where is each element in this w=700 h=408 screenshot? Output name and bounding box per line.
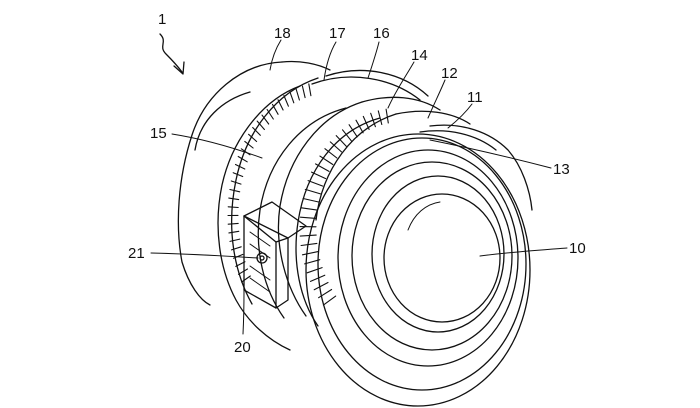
barrel-rib bbox=[335, 135, 347, 147]
barrel-rib bbox=[300, 207, 318, 211]
barrel-rib bbox=[301, 251, 319, 256]
leader-lines bbox=[150, 39, 568, 335]
knurl-tooth bbox=[266, 108, 274, 120]
assembly-arrow bbox=[159, 33, 185, 75]
barrel-rib bbox=[355, 119, 364, 134]
barrel-rib bbox=[370, 112, 376, 128]
barrel-rib bbox=[318, 288, 333, 299]
knurl-tooth bbox=[244, 140, 254, 149]
barrel-rib bbox=[348, 124, 358, 138]
barrel-rib bbox=[322, 295, 337, 306]
label-15: 15 bbox=[150, 125, 167, 142]
knurl-tooth bbox=[230, 180, 242, 185]
label-20: 20 bbox=[234, 339, 251, 356]
knurl-tooth bbox=[271, 103, 279, 115]
barrel-rib bbox=[385, 108, 389, 124]
knurl-tooth bbox=[277, 99, 284, 111]
knurl-tooth bbox=[228, 230, 240, 234]
label-12: 12 bbox=[441, 65, 458, 82]
label-18: 18 bbox=[274, 25, 291, 42]
knurl-tooth bbox=[256, 120, 265, 131]
label-11: 11 bbox=[467, 89, 483, 106]
knurl-tooth bbox=[295, 88, 300, 101]
adjustment-ring bbox=[257, 96, 441, 319]
label-16: 16 bbox=[373, 25, 390, 42]
knurl-tooth bbox=[232, 172, 244, 178]
knurl-tooth bbox=[248, 133, 258, 143]
knurl-tooth bbox=[241, 275, 251, 283]
knurl-tooth bbox=[227, 206, 239, 209]
knurl-tooth bbox=[237, 268, 249, 275]
label-14: 14 bbox=[411, 47, 428, 64]
label-10: 10 bbox=[569, 240, 586, 257]
barrel-rib bbox=[319, 155, 334, 166]
barrel-rib bbox=[377, 110, 383, 126]
label-assembly: 1 bbox=[158, 11, 166, 28]
front-lens-body bbox=[305, 124, 533, 407]
knurl-tooth bbox=[229, 188, 241, 193]
barrel-rib bbox=[300, 242, 318, 247]
reference-labels: 1 18 17 16 14 12 11 15 13 10 21 20 bbox=[128, 11, 586, 356]
label-13: 13 bbox=[553, 161, 570, 178]
knurl-tooth bbox=[283, 94, 289, 107]
barrel-rib bbox=[306, 267, 323, 274]
barrel-rib bbox=[314, 163, 330, 172]
barrel-ribs bbox=[299, 108, 389, 306]
knurl-tooth bbox=[301, 85, 306, 99]
knurled-ring bbox=[217, 69, 429, 351]
knurl-tooth bbox=[232, 253, 244, 259]
knurl-tooth bbox=[261, 114, 270, 125]
barrel-rib bbox=[310, 171, 327, 180]
knurl-tooth bbox=[228, 197, 240, 201]
knurl-tooth bbox=[229, 238, 241, 242]
knurl-tooth bbox=[308, 83, 312, 97]
barrel-rib bbox=[341, 129, 353, 142]
knurl-tooth bbox=[289, 91, 295, 104]
barrel-rib bbox=[304, 259, 321, 265]
barrel-rib bbox=[299, 234, 317, 237]
label-21: 21 bbox=[128, 245, 145, 262]
knurl-tooth bbox=[252, 126, 261, 136]
barrel-rib bbox=[302, 197, 320, 203]
ribbed-barrel bbox=[295, 108, 471, 327]
barrel-rib bbox=[329, 141, 343, 153]
barrel-rib bbox=[313, 281, 329, 291]
lens-glass bbox=[383, 193, 501, 323]
barrel-rib bbox=[362, 115, 370, 130]
label-17: 17 bbox=[329, 25, 346, 42]
knurl-tooth bbox=[230, 246, 242, 251]
knurl-teeth bbox=[227, 83, 312, 283]
barrel-rib bbox=[299, 216, 317, 219]
barrel-rib bbox=[309, 274, 326, 282]
barrel-rib bbox=[324, 148, 338, 159]
barrel-rib bbox=[304, 188, 322, 195]
rear-housing bbox=[177, 60, 331, 306]
knurl-tooth bbox=[234, 163, 246, 170]
knurl-tooth bbox=[237, 155, 248, 163]
knurl-tooth bbox=[227, 222, 239, 225]
barrel-rib bbox=[307, 180, 324, 187]
clamp-block bbox=[243, 201, 307, 309]
